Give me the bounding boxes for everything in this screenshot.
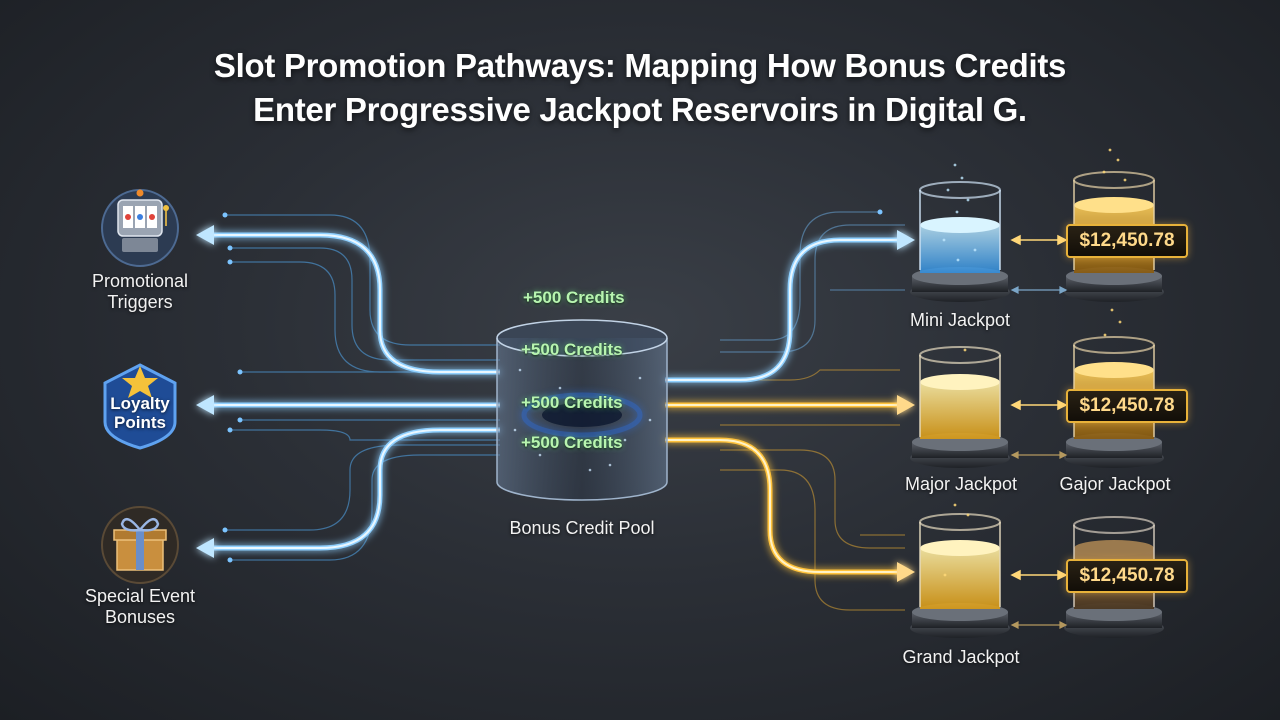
circuit-lines-right <box>720 369 905 611</box>
major-jackpot-amount: $12,450.78 <box>1066 389 1188 423</box>
major-jackpot-label: Major Jackpot <box>904 474 1018 494</box>
mini-jackpot-jar <box>910 181 1010 302</box>
bonus-credit-pool <box>496 319 668 501</box>
gold-flows <box>665 402 905 575</box>
circuit-nodes <box>222 209 883 563</box>
grand-jackpot-jar <box>910 513 1010 638</box>
mini-jackpot-amount: $12,450.78 <box>1066 224 1188 258</box>
grand-jackpot-label: Grand Jackpot <box>902 647 1020 667</box>
title-line-2: Enter Progressive Jackpot Reservoirs in … <box>253 91 1027 128</box>
credit-label: +500 Credits <box>521 433 623 452</box>
major-jackpot-reservoir <box>1064 336 1164 468</box>
amount-connectors <box>1010 234 1068 581</box>
title-line-1: Slot Promotion Pathways: Mapping How Bon… <box>213 47 1067 84</box>
blue-sparkles <box>942 163 977 262</box>
credit-label: +500 Credits <box>521 393 623 412</box>
credit-label: +500 Credits <box>521 340 623 359</box>
major-jackpot-jar <box>910 346 1010 468</box>
slot-machine-icon <box>101 189 179 267</box>
loyalty-badge-icon <box>103 363 177 450</box>
diagram-title: Slot Promotion Pathways: Mapping How Bon… <box>0 44 1280 132</box>
mini-jackpot-label: Mini Jackpot <box>909 310 1011 330</box>
source-label-special-event-bonuses: Special Event Bonuses <box>84 586 196 627</box>
gajor-jackpot-label: Gajor Jackpot <box>1059 474 1171 494</box>
gift-box-icon <box>101 506 179 584</box>
circuit-lines-left <box>225 214 500 561</box>
source-label-loyalty-points: Loyalty Points <box>110 394 170 432</box>
credit-label: +500 Credits <box>523 288 625 307</box>
source-label-promotional-triggers: Promotional Triggers <box>91 271 189 312</box>
pool-label: Bonus Credit Pool <box>509 518 655 538</box>
arrowheads <box>196 225 915 582</box>
grand-jackpot-amount: $12,450.78 <box>1066 559 1188 593</box>
